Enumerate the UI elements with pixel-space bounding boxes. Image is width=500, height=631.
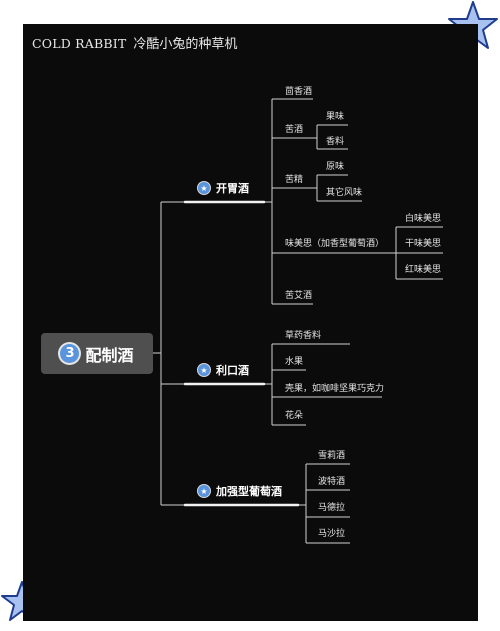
leaf-node: 草药香料 — [285, 331, 322, 341]
leaf-node: 水果 — [285, 357, 304, 367]
leaf-node: 味美思（加香型葡萄酒） — [285, 239, 385, 249]
leaf-node: 果味 — [326, 112, 345, 122]
leaf-node: 白味美思 — [405, 214, 442, 224]
root-node: 3 配制酒 — [41, 333, 153, 374]
leaf-node: 干味美思 — [405, 239, 442, 249]
leaf-node: 苦艾酒 — [285, 291, 313, 301]
leaf-node: 原味 — [326, 162, 345, 172]
leaf-node: 雪莉酒 — [318, 451, 346, 461]
root-label: 配制酒 — [85, 345, 134, 365]
header-title: COLD RABBIT 冷酷小兔的种草机 — [32, 33, 237, 52]
star-badge-icon: ★ — [198, 485, 210, 497]
branch-node-aperitif: ★ 开胃酒 — [198, 180, 249, 196]
star-badge-icon: ★ — [198, 364, 210, 376]
branch-label: 开胃酒 — [216, 182, 249, 195]
leaf-node: 壳果，如咖啡坚果巧克力 — [285, 384, 385, 394]
branch-label: 利口酒 — [216, 364, 249, 377]
leaf-node: 马德拉 — [318, 503, 346, 513]
header-subtitle: 冷酷小兔的种草机 — [133, 37, 238, 52]
leaf-node: 其它风味 — [326, 188, 363, 198]
leaf-node: 苦酒 — [285, 125, 304, 135]
leaf-node: 波特酒 — [318, 477, 346, 487]
brand-name: COLD RABBIT — [32, 36, 127, 51]
star-badge-icon: ★ — [198, 182, 210, 194]
branch-node-liqueur: ★ 利口酒 — [198, 362, 249, 378]
leaf-node: 花朵 — [285, 411, 304, 421]
leaf-node: 马沙拉 — [318, 529, 346, 539]
number-badge-icon: 3 — [60, 344, 80, 363]
branch-node-fortified-wine: ★ 加强型葡萄酒 — [198, 483, 282, 499]
leaf-node: 红味美思 — [405, 265, 442, 275]
branch-label: 加强型葡萄酒 — [216, 485, 282, 498]
leaf-node: 苦精 — [285, 175, 304, 185]
leaf-node: 茴香酒 — [285, 87, 313, 97]
leaf-node: 香料 — [326, 137, 345, 147]
mindmap-panel — [23, 24, 478, 621]
